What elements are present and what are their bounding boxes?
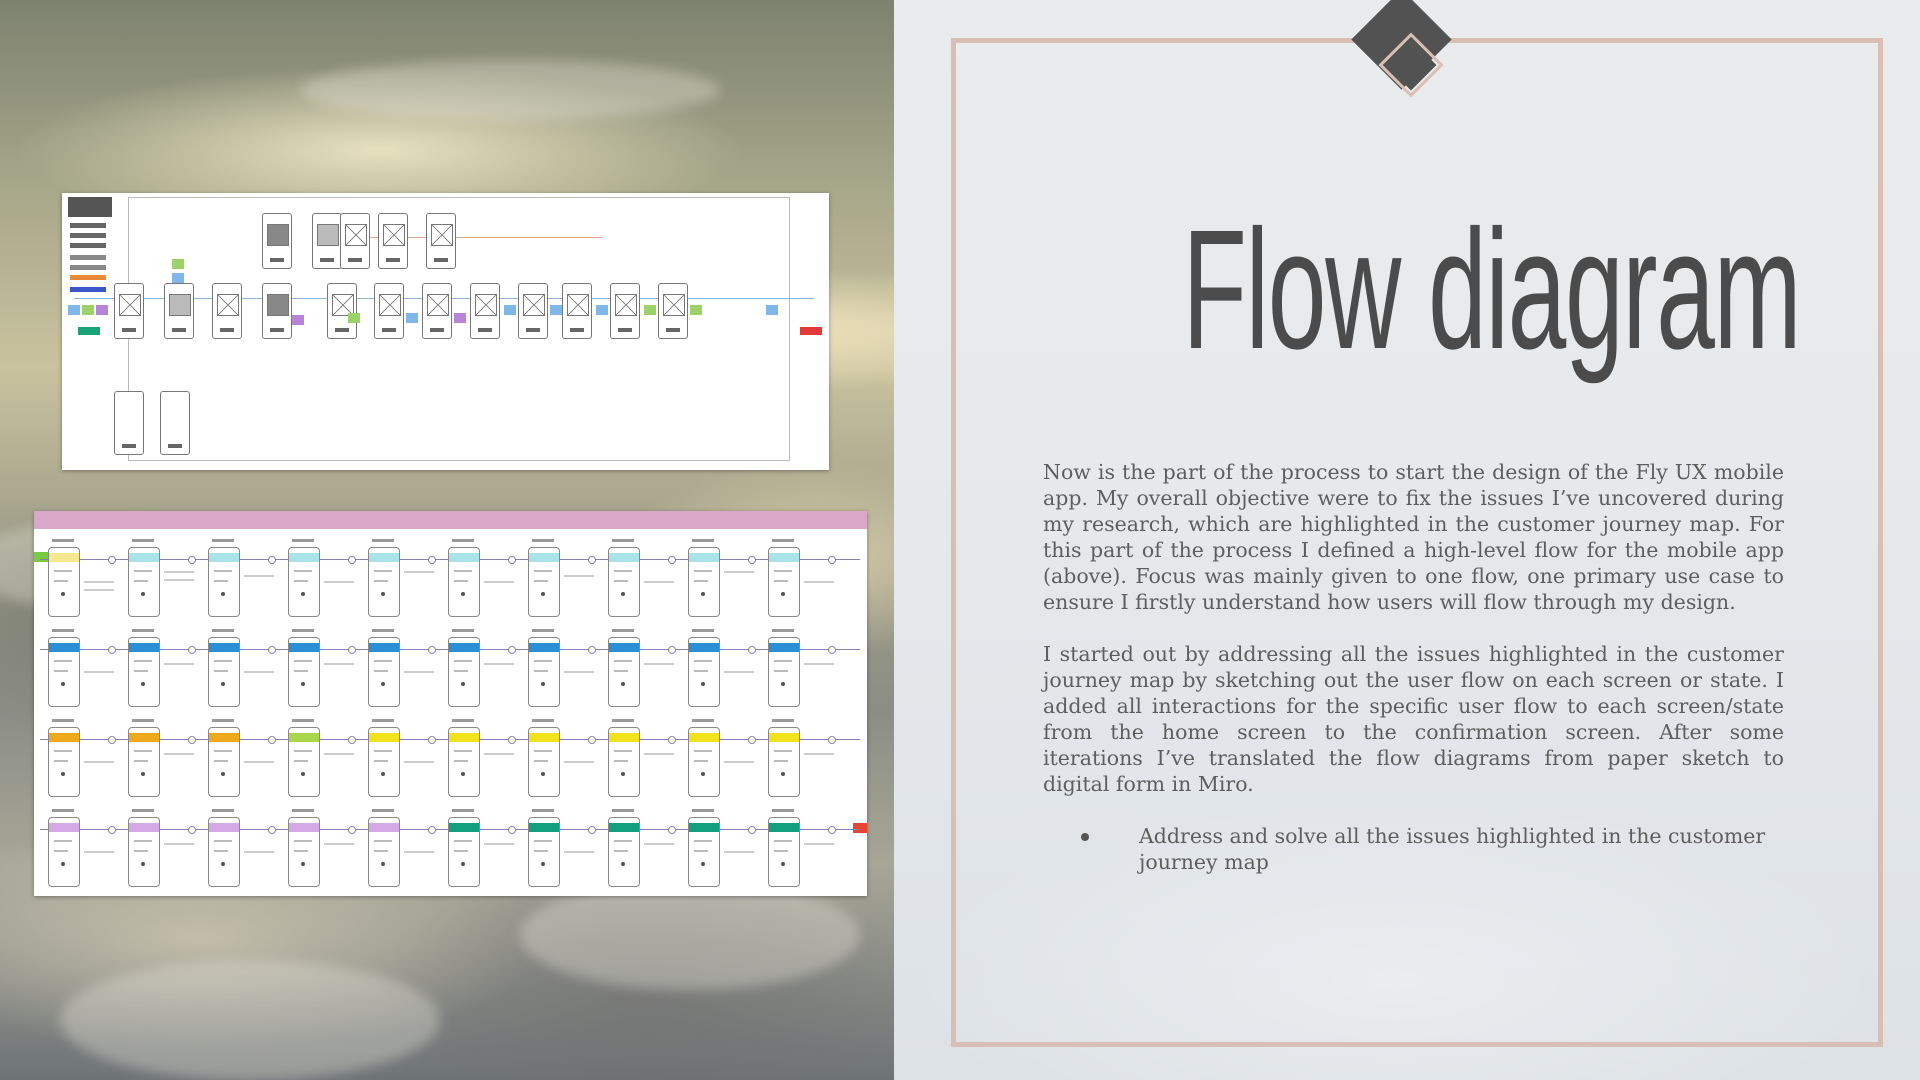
diagram-legend	[68, 197, 112, 217]
flow-start-marker	[34, 552, 48, 562]
paragraph-1: Now is the part of the process to start …	[1043, 460, 1784, 614]
bullet-item: Address and solve all the issues highlig…	[1043, 823, 1784, 875]
flow-end-marker	[800, 327, 822, 335]
high-level-flow-diagram-image	[62, 193, 829, 470]
flow-end-marker	[853, 823, 867, 833]
slide-title: Flow diagram	[1182, 195, 1802, 385]
flow-start-marker	[78, 327, 100, 335]
mobile-flow-diagram-image	[34, 511, 867, 896]
content-panel	[894, 0, 1920, 1080]
bullet-list: Address and solve all the issues highlig…	[1043, 823, 1784, 875]
slide-body: Now is the part of the process to start …	[1043, 459, 1784, 875]
bullet-dot-icon	[1081, 833, 1089, 841]
bullet-text: Address and solve all the issues highlig…	[1139, 824, 1766, 874]
paragraph-2: I started out by addressing all the issu…	[1043, 642, 1784, 796]
diagram-header-bar	[34, 511, 867, 529]
